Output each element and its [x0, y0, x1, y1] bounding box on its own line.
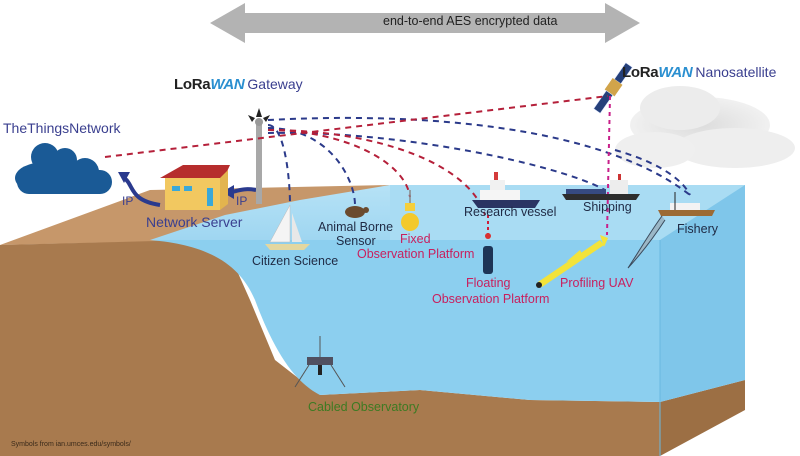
floating-observation-platform-label-line1: Floating [466, 276, 511, 290]
gateway-tower-icon [248, 108, 270, 204]
fishing-net-icon [627, 215, 666, 269]
fixed-observation-platform-label-line1: Fixed [400, 232, 431, 246]
encryption-arrow-label: end-to-end AES encrypted data [383, 14, 558, 28]
link-gateway-citizen-science [267, 124, 291, 206]
fixed-observation-platform-label-line2: Observation Platform [357, 247, 475, 261]
cabled-observatory-label: Cabled Observatory [308, 400, 420, 414]
symbols-credit: Symbols from ian.umces.edu/symbols/ [11, 441, 131, 448]
land-block [0, 185, 745, 456]
floating-observation-platform-icon [483, 215, 493, 274]
profiling-uav-label: Profiling UAV [560, 276, 634, 290]
the-things-network-cloud-icon [15, 143, 112, 194]
lorawan-logo: LoRaWAN [174, 76, 245, 93]
research-vessel-label: Research vessel [464, 205, 557, 219]
network-server-house-icon [160, 165, 230, 210]
shipping-cargo-ship-icon [562, 174, 640, 200]
fishery-label: Fishery [677, 222, 718, 236]
water-body [150, 185, 745, 456]
animal-borne-sensor-label-line1: Animal Borne [318, 220, 394, 234]
animal-borne-sensor-label-line2: Sensor [336, 234, 376, 248]
fishery-boat-icon [658, 192, 715, 216]
profiling-uav-glider-icon [536, 235, 608, 288]
satellite-links [104, 95, 609, 216]
shipping-label: Shipping [583, 200, 632, 214]
citizen-science-sailboat-icon [265, 204, 310, 250]
ip-label-right: IP [236, 194, 248, 208]
link-gateway-shipping [267, 131, 606, 191]
the-things-network-label: TheThingsNetwork [3, 120, 121, 136]
weather-cloud-icon [615, 86, 795, 168]
nanosatellite-icon [593, 62, 633, 114]
link-satellite-fishery [614, 149, 691, 196]
floating-observation-platform-label-line2: Observation Platform [432, 292, 550, 306]
cabled-observatory-icon [294, 336, 346, 388]
encryption-double-arrow [210, 3, 640, 43]
link-gateway-research-vessel [267, 129, 486, 216]
lorawan-logo: LoRaWAN [622, 64, 693, 81]
citizen-science-label: Citizen Science [252, 254, 339, 268]
link-gateway-fishery [267, 116, 691, 196]
research-vessel-icon [472, 172, 540, 208]
link-satellite-network [104, 95, 609, 158]
link-satellite-shipping [606, 95, 611, 236]
gateway-links [267, 116, 691, 206]
animal-borne-sensor-turtle-icon [345, 206, 369, 218]
network-server-label: Network Server [146, 214, 243, 230]
ip-label-left: IP [122, 194, 134, 208]
fixed-observation-buoy-icon [401, 190, 419, 231]
